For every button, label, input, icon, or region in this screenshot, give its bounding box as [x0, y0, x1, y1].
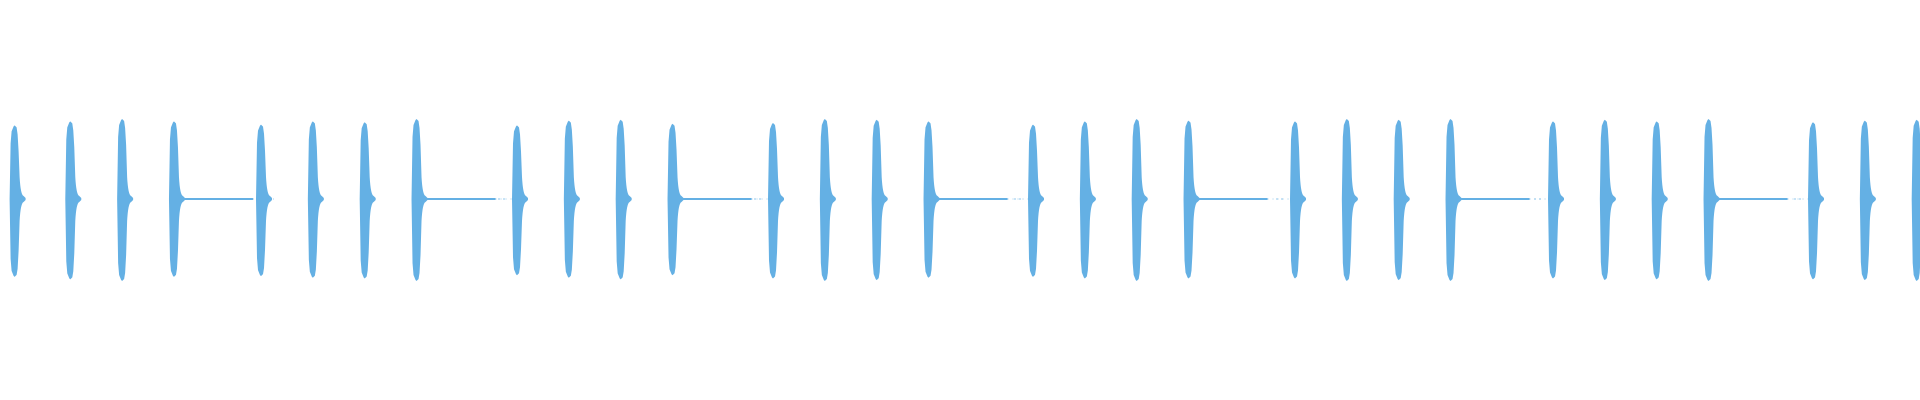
waveform-group [754, 119, 1030, 281]
waveform-burst [168, 121, 185, 277]
waveform-burst [819, 119, 836, 281]
waveform-group [242, 119, 518, 281]
waveform-burst [307, 121, 324, 278]
waveform-burst [768, 123, 784, 279]
waveform-burst [1028, 124, 1044, 277]
waveform-burst [512, 125, 528, 276]
waveform-tail [1717, 198, 1788, 200]
waveform-burst [923, 121, 940, 278]
waveform-burst [1290, 121, 1306, 279]
waveform-burst [563, 120, 580, 278]
waveform-burst [1548, 121, 1564, 279]
waveform-burst [1445, 119, 1462, 281]
waveform-tail [425, 198, 496, 200]
waveform-burst [1859, 120, 1876, 281]
waveform-burst [1393, 119, 1410, 281]
waveform-burst [871, 119, 888, 281]
waveform-burst [667, 123, 684, 276]
waveform-group [9, 119, 275, 281]
waveform-burst [117, 119, 134, 281]
waveform-burst [1599, 119, 1616, 281]
waveform-burst [411, 119, 428, 281]
waveform-burst [1808, 122, 1824, 280]
waveform-group [1794, 119, 1920, 281]
waveform-burst [256, 124, 272, 277]
waveform-burst [1651, 121, 1668, 280]
waveform-burst [65, 121, 82, 280]
waveform-burst [1341, 119, 1358, 281]
waveform-burst [1911, 119, 1920, 281]
waveform-group [1534, 119, 1810, 281]
waveform-burst [615, 119, 632, 280]
waveform-tail [1459, 198, 1530, 200]
waveform-burst [359, 122, 376, 279]
waveform-group [498, 119, 774, 280]
waveform-burst [1079, 121, 1096, 279]
waveform-burst [1703, 119, 1720, 281]
waveform-group [1276, 119, 1552, 281]
waveform-tail [182, 198, 253, 200]
waveform-burst [9, 125, 26, 277]
waveform-burst [1131, 119, 1148, 281]
waveform-tail [1197, 198, 1268, 200]
waveform-group [1014, 119, 1290, 281]
waveform-tail [681, 198, 752, 200]
waveform-tail [937, 198, 1008, 200]
waveform-burst [1183, 120, 1200, 279]
